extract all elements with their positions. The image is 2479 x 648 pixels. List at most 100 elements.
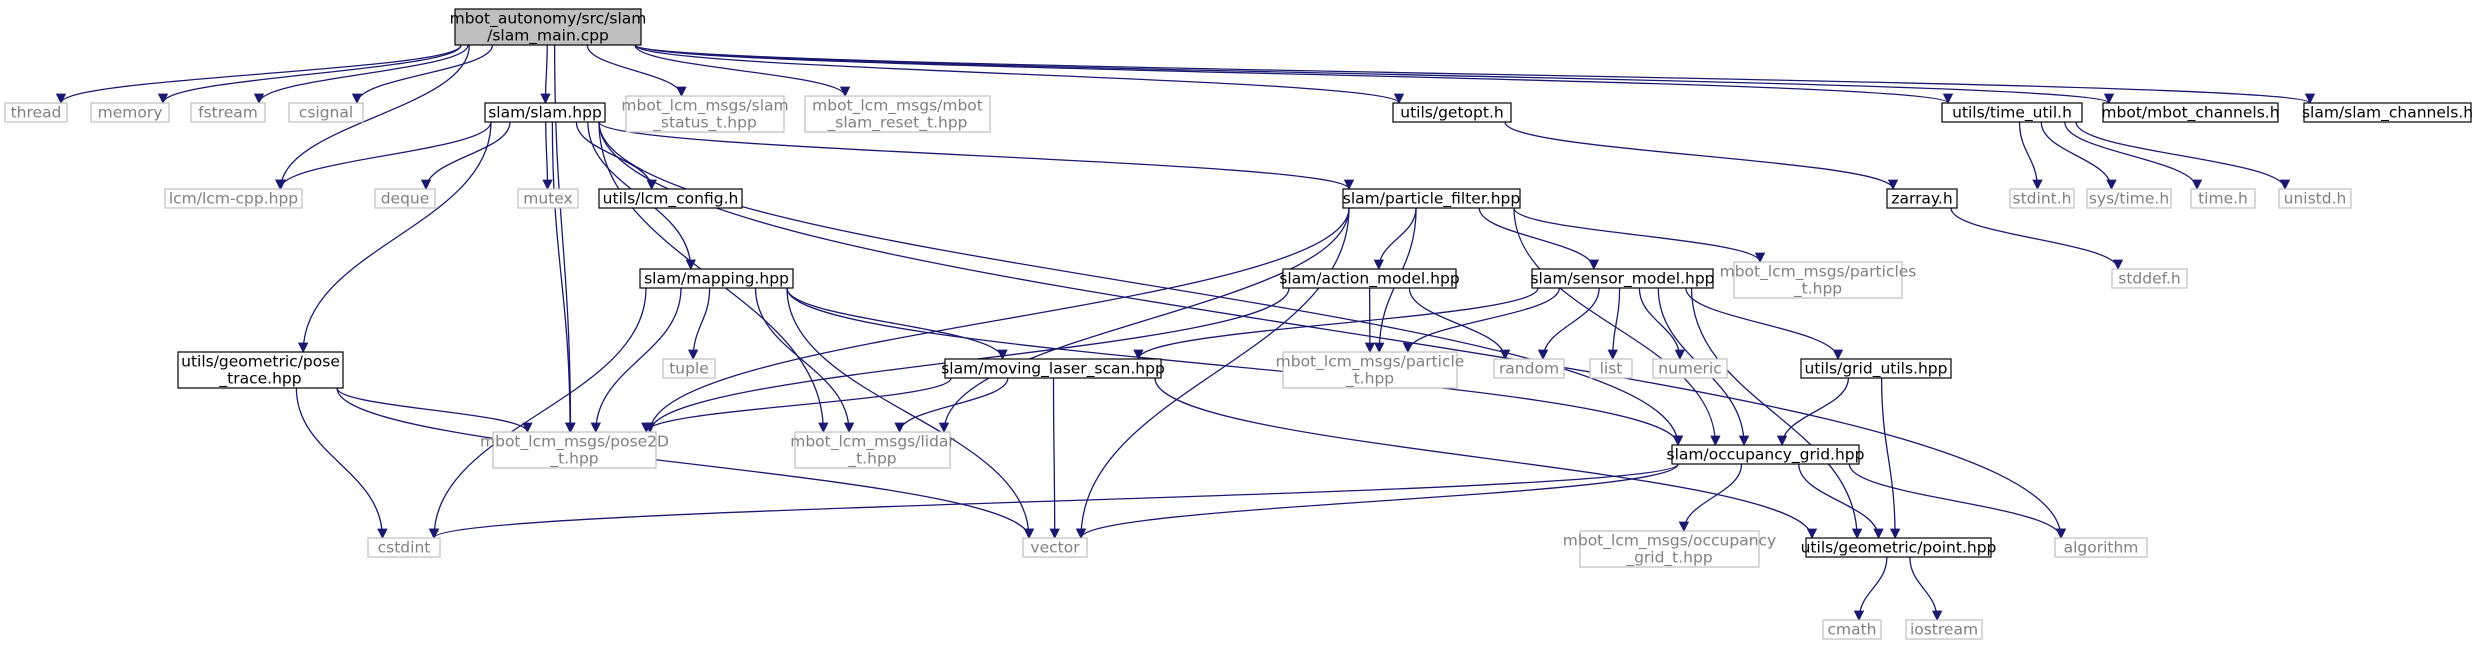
node-label: mbot_lcm_msgs/slam — [621, 97, 788, 116]
edge-sensor-model-to-grid-utils — [1685, 287, 1844, 361]
node-mbot-channels[interactable]: mbot/mbot_channels.h — [2101, 102, 2280, 123]
node-grid-utils[interactable]: utils/grid_utils.hpp — [1800, 358, 1952, 379]
edge-slam-hpp-to-deque — [420, 121, 511, 191]
edge-slam-hpp-to-lcm-cpp — [275, 121, 492, 191]
edge-action-model-to-random — [1408, 287, 1511, 361]
node-box — [598, 188, 743, 209]
node-label: slam/moving_laser_scan.hpp — [941, 360, 1165, 379]
edge-root-to-status-t — [586, 44, 687, 98]
node-random: random — [1493, 358, 1565, 379]
node-mutex: mutex — [517, 188, 579, 209]
node-box — [1800, 358, 1952, 379]
node-algorithm: algorithm — [2054, 537, 2148, 558]
node-slam-channels[interactable]: slam/slam_channels.h — [2302, 102, 2473, 123]
node-box — [1282, 268, 1457, 289]
node-iostream: iostream — [1905, 619, 1983, 640]
edge-mapping-to-moving-laser-scan — [786, 287, 1008, 361]
edge-particle-filter-to-pose2d — [644, 207, 1350, 434]
node-label: _t.hpp — [1345, 370, 1394, 389]
node-tuple: tuple — [662, 358, 716, 379]
node-label: iostream — [1910, 621, 1978, 639]
node-label: lcm/lcm-cpp.hpp — [169, 190, 298, 208]
node-getopt[interactable]: utils/getopt.h — [1392, 102, 1512, 123]
node-pose-trace[interactable]: utils/geometric/pose_trace.hpp — [177, 351, 344, 389]
node-box — [804, 95, 991, 133]
node-action-model[interactable]: slam/action_model.hpp — [1279, 268, 1460, 289]
edge-slam-hpp-to-particle-filter — [598, 121, 1354, 191]
edge-particle-filter-to-sensor-model — [1478, 207, 1600, 271]
edge-root-to-reset-t — [634, 44, 851, 98]
node-status-t: mbot_lcm_msgs/slam_status_t.hpp — [621, 95, 789, 133]
node-box — [367, 537, 441, 558]
edge-sensor-model-to-numeric — [1638, 287, 1686, 361]
node-box — [177, 351, 344, 389]
node-lcm-cpp: lcm/lcm-cpp.hpp — [164, 188, 303, 209]
node-unistd: unistd.h — [2278, 188, 2352, 209]
node-box — [374, 188, 436, 209]
node-label: slam/particle_filter.hpp — [1343, 190, 1520, 209]
edge-moving-laser-scan-to-lidar — [894, 377, 1009, 434]
node-label: _t.hpp — [549, 450, 598, 469]
edge-point-to-cmath — [1853, 556, 1888, 622]
node-sensor-model[interactable]: slam/sensor_model.hpp — [1530, 268, 1715, 289]
node-box — [1589, 358, 1633, 379]
node-label: cstdint — [378, 539, 431, 557]
node-box — [1671, 444, 1860, 465]
edge-slam-hpp-to-pose2d — [551, 121, 576, 434]
node-label: slam/sensor_model.hpp — [1530, 270, 1714, 289]
node-label: thread — [11, 104, 62, 122]
edge-root-to-getopt — [634, 44, 1404, 105]
node-mapping[interactable]: slam/mapping.hpp — [639, 268, 794, 289]
node-box — [794, 431, 951, 469]
node-box — [1022, 537, 1088, 558]
edge-occupancy-grid-to-vector — [1075, 463, 1679, 540]
node-box — [164, 188, 303, 209]
node-label: mbot_lcm_msgs/occupancy — [1563, 532, 1776, 551]
edge-time-util-to-stdint-h — [2018, 121, 2043, 191]
node-label: _trace.hpp — [218, 370, 301, 389]
node-label: list — [1600, 360, 1623, 378]
node-particle-filter[interactable]: slam/particle_filter.hpp — [1342, 188, 1521, 209]
node-label: mbot_lcm_msgs/particle — [1276, 353, 1465, 372]
node-box — [1493, 358, 1565, 379]
edge-root-to-mbot-channels — [634, 44, 2114, 105]
node-label: utils/grid_utils.hpp — [1805, 360, 1948, 379]
node-box — [454, 8, 642, 46]
edge-mapping-to-occupancy-grid — [786, 287, 1684, 447]
node-moving-laser-scan[interactable]: slam/moving_laser_scan.hpp — [941, 358, 1165, 379]
node-zarray[interactable]: zarray.h — [1886, 188, 1958, 209]
edge-moving-laser-scan-to-vector — [1049, 377, 1060, 540]
node-box — [288, 102, 364, 123]
node-label: time.h — [2198, 190, 2248, 208]
node-cmath: cmath — [1822, 619, 1882, 640]
edge-particle-filter-to-action-model — [1373, 207, 1417, 271]
edge-particle-filter-to-lidar — [938, 207, 1350, 434]
node-label: mbot_lcm_msgs/lidar — [790, 433, 955, 452]
node-box — [2111, 268, 2188, 289]
edge-sensor-model-to-particle-t — [1402, 287, 1561, 354]
node-label: memory — [98, 104, 163, 122]
node-fstream: fstream — [190, 102, 266, 123]
node-reset-t: mbot_lcm_msgs/mbot_slam_reset_t.hpp — [804, 95, 991, 133]
node-box — [2190, 188, 2256, 209]
node-thread: thread — [4, 102, 68, 123]
edge-slam-hpp-to-pose-trace — [297, 121, 492, 354]
node-slam-hpp[interactable]: slam/slam.hpp — [484, 102, 606, 123]
node-deque: deque — [374, 188, 436, 209]
edge-occupancy-grid-to-algorithm — [1848, 463, 2067, 540]
node-box — [625, 95, 785, 133]
edge-slam-hpp-to-algorithm — [598, 121, 2067, 540]
node-label: slam/slam_channels.h — [2302, 104, 2473, 123]
node-label: csignal — [299, 104, 353, 122]
node-label: utils/lcm_config.h — [603, 190, 739, 209]
node-label: utils/geometric/pose — [181, 353, 340, 371]
edge-root-to-fstream — [253, 44, 469, 105]
node-lcm-config[interactable]: utils/lcm_config.h — [598, 188, 743, 209]
node-box — [1805, 537, 1992, 558]
node-point[interactable]: utils/geometric/point.hpp — [1801, 537, 1997, 558]
node-vector: vector — [1022, 537, 1088, 558]
node-label: mbot_lcm_msgs/mbot — [812, 97, 983, 116]
node-time-util[interactable]: utils/time_util.h — [1941, 102, 2083, 123]
node-occupancy-grid[interactable]: slam/occupancy_grid.hpp — [1667, 444, 1865, 465]
node-box — [4, 102, 68, 123]
